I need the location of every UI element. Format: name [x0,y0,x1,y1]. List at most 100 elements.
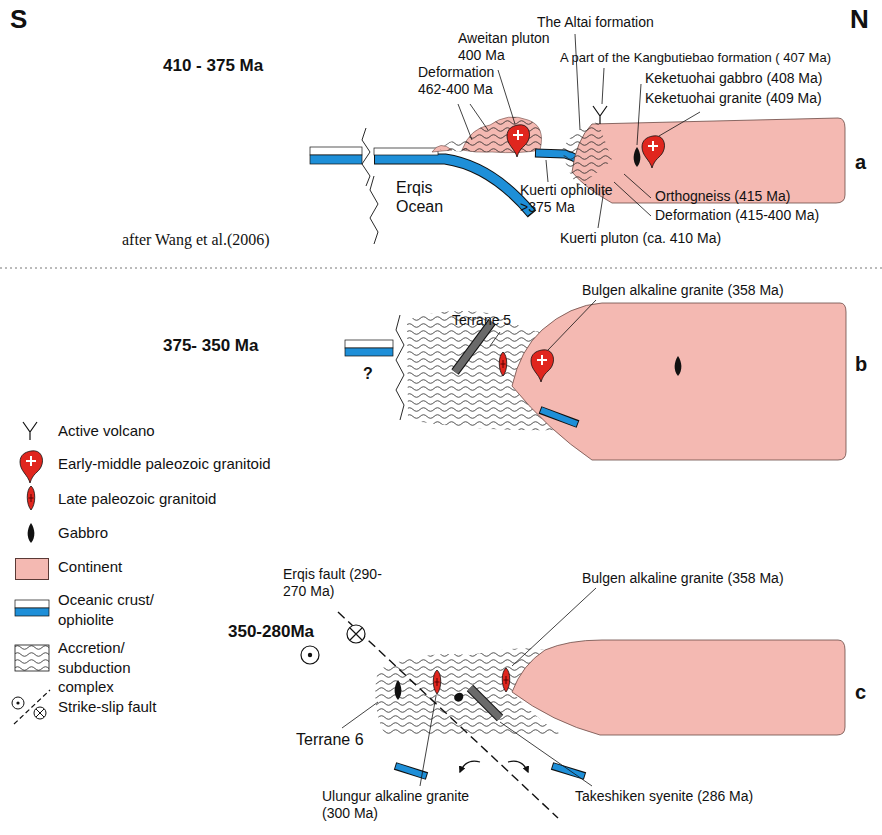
granitoid-symbol [20,451,43,483]
continent [512,303,846,460]
panel-letter: a [855,150,866,174]
feature-label: Ulungur alkaline granite (300 Ma) [322,788,494,822]
leader-line [342,588,596,786]
leader-line [342,702,378,728]
fault-in-symbol [34,707,46,719]
feature-label: Orthogneiss (415 Ma) [655,188,790,205]
panel-c [301,588,845,818]
rotation-arrow [508,761,528,772]
legend-swatch [15,558,49,580]
panel-letter: c [855,680,866,704]
oceanic-crust [310,155,362,164]
oceanic-crust [345,348,393,356]
fault-out-symbol [301,646,319,664]
slab-outline [540,410,578,424]
legend-text: Accretion/ subduction complex [58,638,158,697]
erqis-fault-line [338,612,558,818]
feature-label: Takeshiken syenite (286 Ma) [575,788,753,805]
leader-line [490,332,500,346]
feature-label: The Altai formation [537,14,654,31]
oceanic-crust [374,148,438,155]
feature-label: Kuerti ophiolite >375 Ma [520,182,632,216]
oceanic-crust-swatch [15,600,49,608]
fault-out-symbol [16,701,19,704]
shear-zone [455,322,492,372]
fault-out-symbol [12,697,24,709]
feature-label: Bulgen alkaline granite (358 Ma) [582,282,784,299]
feature-label: Deformation 462-400 Ma [418,64,516,98]
granitoid-symbol [531,350,554,382]
leader-line [602,68,604,104]
panel-a [310,34,845,244]
leader-line [659,112,700,136]
feature-label: Keketuohai gabbro (408 Ma) [645,70,822,87]
volcano-symbol [23,422,37,440]
gabbro-symbol [634,147,641,167]
leader-line [637,84,641,145]
continent [512,640,845,735]
feature-label: Kuerti pluton (ca. 410 Ma) [560,230,721,247]
panel-letter: b [855,352,867,376]
leader-line [575,34,580,130]
leader-line [458,104,472,140]
legend-text: Continent [58,557,122,577]
feature-label: Erqis Ocean [396,178,460,216]
direction-label: N [850,4,869,35]
leader-line [470,104,488,130]
feature-label: Erqis fault (290-270 Ma) [283,566,387,600]
shear-zone [470,688,500,718]
legend-text: Strike-slip fault [58,697,156,717]
feature-label: A part of the Kangbutiebao formation ( 4… [560,50,831,66]
leader-line [614,182,651,216]
legend-symbols [12,422,50,724]
age-range: 410 - 375 Ma [163,56,263,76]
volcano-symbol [593,106,607,124]
gabbro-symbol [675,356,682,376]
feature-label: Aweitan pluton 400 Ma [458,30,558,64]
fault-in-symbol [36,709,44,717]
rotation-arrow [460,761,480,772]
uncertainty-mark: ? [363,364,373,383]
direction-label: S [10,4,27,35]
leader-line [546,160,548,182]
panel-b [345,300,846,460]
granitoid-symbol [502,668,510,692]
oceanic-crust [310,147,362,155]
feature-label: Deformation (415-400 Ma) [655,207,819,224]
accretion-complex [562,122,612,186]
feature-label: Bulgen alkaline granite (358 Ma) [582,570,784,587]
oceanic-crust [345,340,393,348]
granitoid-symbol [499,352,507,376]
slab-outline [552,766,585,776]
feature-label: Terrane 5 [452,312,511,329]
legend-text: Gabbro [58,523,108,543]
oceanic-slab [541,410,577,424]
leader-line [548,300,596,350]
age-range: 350-280Ma [228,622,314,642]
feature-label: Terrane 6 [296,730,364,749]
source-note: after Wang et al.(2006) [122,230,270,249]
accretion-swatch [15,645,49,671]
gabbro-symbol [28,523,35,543]
gabbro-symbol [395,680,402,700]
break-line [370,176,378,244]
break-line [396,315,404,420]
legend-text: Early-middle paleozoic granitoid [58,454,271,474]
shear-zone [455,322,492,372]
age-range: 375- 350 Ma [163,336,258,356]
accretion-complex [440,139,470,152]
granitoid-symbol [507,125,530,157]
fault-in-symbol [350,628,362,640]
oceanic-slab [396,766,426,776]
legend-text: Active volcano [58,421,155,441]
panel-separator [0,268,882,269]
granitoid-symbol [642,136,665,168]
feature-label: Keketuohai granite (409 Ma) [645,90,822,107]
oceanic-crust-swatch [15,608,49,616]
break-line [362,128,370,186]
granitoid-symbol [433,670,441,694]
leader-line [498,70,515,124]
fault-in-symbol [347,625,365,643]
leader-line [500,722,592,786]
fault-out-symbol [308,653,312,657]
